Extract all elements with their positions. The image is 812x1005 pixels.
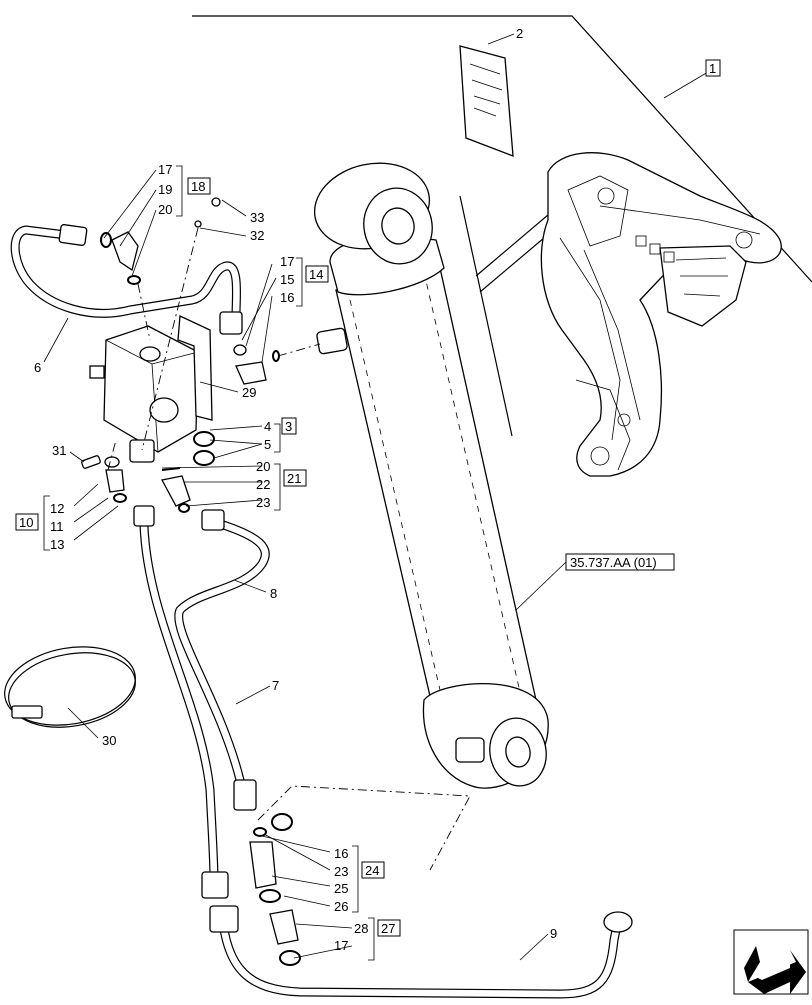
fittings — [81, 197, 301, 966]
callout-14: 14 — [309, 267, 323, 282]
callout-23-lower: 23 — [334, 864, 348, 879]
callouts: 1 2 3 4 5 6 7 8 9 10 11 12 13 14 15 16 1… — [15, 26, 721, 953]
callout-3: 3 — [285, 419, 292, 434]
hose-8 — [174, 509, 270, 811]
callout-17-left: 17 — [158, 162, 172, 177]
callout-1: 1 — [709, 61, 716, 76]
callout-8: 8 — [270, 586, 277, 601]
callout-33: 33 — [250, 210, 264, 225]
connection-lines — [107, 227, 471, 871]
callout-27: 27 — [381, 921, 395, 936]
callout-15: 15 — [280, 272, 294, 287]
callout-18: 18 — [191, 179, 205, 194]
callout-31: 31 — [52, 443, 66, 458]
callout-20-lower: 20 — [256, 459, 270, 474]
callout-17-upper: 17 — [280, 254, 294, 269]
hose-7 — [133, 505, 229, 899]
callout-29: 29 — [242, 385, 256, 400]
callout-6: 6 — [34, 360, 41, 375]
valve-block — [89, 315, 213, 463]
callout-19: 19 — [158, 182, 172, 197]
reference-label: 35.737.AA (01) — [570, 555, 657, 570]
callout-13: 13 — [50, 537, 64, 552]
callout-16-upper: 16 — [280, 290, 294, 305]
hydraulic-cylinder — [313, 162, 549, 789]
callout-28: 28 — [354, 921, 368, 936]
hose-6 — [10, 224, 243, 335]
leader-lines — [43, 33, 709, 961]
callout-22: 22 — [256, 477, 270, 492]
callout-11: 11 — [50, 519, 64, 534]
excavator-arm-illustration — [540, 152, 782, 477]
callout-2: 2 — [516, 26, 523, 41]
hose-9 — [209, 905, 633, 999]
callout-5: 5 — [264, 437, 271, 452]
callout-24: 24 — [365, 863, 379, 878]
manual-booklet-icon — [459, 45, 514, 157]
callout-20-upper: 20 — [158, 202, 172, 217]
back-arrow-icon[interactable] — [733, 929, 809, 995]
callout-21: 21 — [287, 471, 301, 486]
callout-17-lower: 17 — [334, 938, 348, 953]
callout-7: 7 — [272, 678, 279, 693]
callout-25: 25 — [334, 881, 348, 896]
callout-30: 30 — [102, 733, 116, 748]
callout-9: 9 — [550, 926, 557, 941]
callout-23-upper: 23 — [256, 495, 270, 510]
callout-10: 10 — [19, 515, 33, 530]
callout-12: 12 — [50, 501, 64, 516]
callout-32: 32 — [250, 228, 264, 243]
callout-16-lower: 16 — [334, 846, 348, 861]
callout-4: 4 — [264, 419, 271, 434]
callout-26: 26 — [334, 899, 348, 914]
hose-clamp — [4, 646, 136, 728]
